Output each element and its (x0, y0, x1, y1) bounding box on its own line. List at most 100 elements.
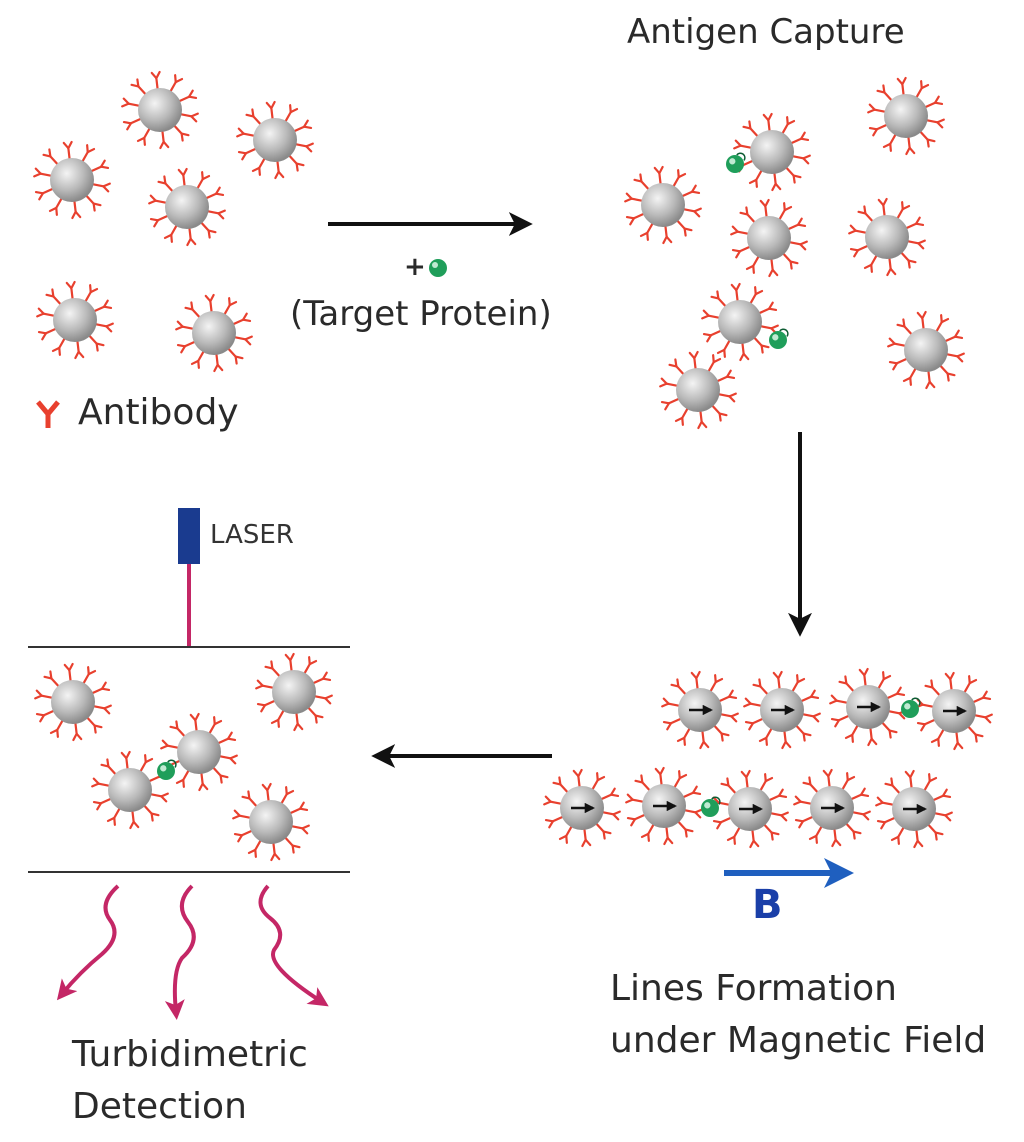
antibody (120, 750, 131, 771)
antibody (709, 674, 724, 693)
antibody (867, 103, 887, 114)
antibody (802, 776, 819, 794)
antibody (850, 787, 870, 801)
magnetic-bead (625, 766, 703, 846)
antibody (916, 310, 927, 331)
label-turbidimetric: Turbidimetric (72, 1034, 308, 1075)
antibody (94, 322, 114, 333)
antibody (768, 257, 779, 278)
antibody (179, 112, 199, 123)
antibody (762, 112, 773, 133)
antibody (945, 352, 965, 363)
antibody (143, 804, 160, 822)
label-target-protein: (Target Protein) (290, 294, 552, 334)
magnetic-bead (743, 670, 821, 750)
antibody (184, 301, 201, 319)
antibody (634, 774, 651, 792)
antibody (791, 674, 806, 693)
antibody (159, 129, 170, 150)
antibody (771, 171, 782, 192)
antibody (288, 154, 305, 172)
antibody (740, 769, 751, 790)
magnetic-bead (711, 769, 789, 849)
antibody (544, 815, 564, 829)
antibody (745, 255, 760, 274)
antibody (924, 679, 941, 697)
antibody (591, 772, 606, 791)
antibody (778, 202, 793, 221)
antibody (177, 167, 188, 188)
antibody-icon (36, 400, 60, 428)
antibody (719, 712, 739, 723)
scattered-light-arrow (258, 884, 329, 1007)
antibody (851, 810, 871, 821)
antibody (752, 678, 769, 696)
magnetic-bead (91, 750, 169, 830)
antibody (543, 795, 563, 806)
antibody (663, 825, 674, 846)
label-magnetic-field-b: B (752, 882, 783, 928)
antibody (653, 165, 664, 186)
antibody (190, 350, 205, 369)
antibody (84, 284, 99, 303)
antibody (157, 175, 174, 193)
bead-core (108, 768, 152, 812)
antibody (81, 144, 96, 163)
antibody (668, 358, 685, 376)
magnetic-bead (848, 197, 926, 277)
antibody (923, 773, 938, 792)
antibody (748, 169, 763, 188)
antibody (697, 409, 708, 430)
antibody (43, 670, 60, 688)
bead-core (253, 118, 297, 162)
magnetic-bead (829, 667, 907, 747)
antibody (930, 728, 945, 747)
antibody (280, 786, 295, 805)
antibody (690, 670, 701, 691)
antibody (731, 245, 751, 259)
magnetic-bead (661, 670, 739, 750)
antibody (713, 724, 730, 742)
bead-core (177, 730, 221, 774)
antibody (625, 212, 645, 226)
bead-core (718, 300, 762, 344)
label-lines-formation: Lines Formation (610, 968, 897, 1009)
antibody (175, 320, 195, 331)
antibody (149, 214, 169, 228)
antibody (791, 154, 811, 165)
antibody (670, 678, 687, 696)
antibody (169, 720, 186, 738)
antibody (876, 84, 893, 102)
magnetic-bead (121, 70, 199, 150)
antibody (148, 194, 168, 205)
antibody (886, 256, 897, 277)
antibody (90, 159, 110, 173)
antibody (51, 337, 66, 356)
antibody (72, 721, 83, 742)
target-protein-icon (429, 259, 447, 277)
antibody (831, 827, 842, 848)
antibody (129, 809, 140, 830)
antibody (800, 689, 820, 703)
antibody (169, 74, 184, 93)
magnetic-bead (232, 782, 310, 862)
magnetic-bead (160, 712, 238, 792)
antibody (139, 754, 154, 773)
antibody (45, 288, 62, 306)
antibody (787, 217, 807, 231)
antibody (218, 754, 238, 765)
bead-core (50, 158, 94, 202)
antibody (633, 173, 650, 191)
target-protein (157, 759, 177, 780)
antibody (232, 809, 252, 820)
antibody (35, 709, 55, 723)
antibody (71, 199, 82, 220)
antibody (149, 792, 169, 803)
antibody (208, 716, 223, 735)
antibody (662, 224, 673, 245)
target-protein (901, 697, 921, 718)
antibody (88, 334, 105, 352)
antibody (973, 713, 993, 724)
antibody (136, 127, 151, 146)
